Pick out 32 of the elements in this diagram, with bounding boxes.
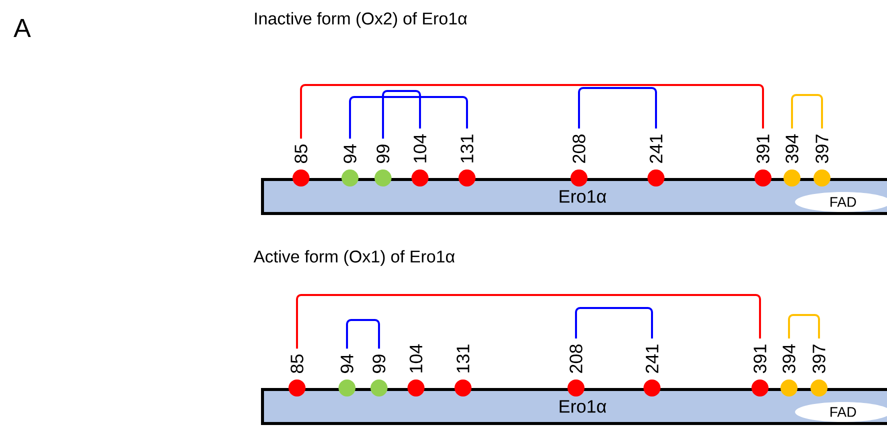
disulfide-bracket [578, 87, 657, 129]
disulfide-bracket [791, 94, 823, 129]
residue-number: 99 [372, 354, 386, 373]
panel-title: Active form (Ox1) of Ero1α [254, 250, 455, 266]
residue-number: 104 [414, 134, 426, 162]
residue-number: 208 [570, 344, 582, 373]
residue-number: 131 [460, 134, 474, 162]
disulfide-bracket [788, 314, 820, 339]
disulfide-bracket [296, 294, 761, 349]
residue-number: 131 [456, 344, 470, 372]
residue-number: 241 [646, 344, 658, 373]
panel-letter: A [14, 19, 31, 37]
residue-number: 104 [410, 344, 422, 372]
residue-number: 94 [340, 354, 354, 373]
residue-number: 85 [290, 354, 304, 373]
residue-number: 94 [344, 144, 356, 163]
disulfide-bracket [349, 96, 468, 139]
residue-number: 99 [376, 144, 390, 163]
disulfide-bracket [346, 319, 380, 349]
residue-number: 391 [756, 134, 770, 164]
residue-number: 397 [816, 134, 828, 164]
residue-number: 394 [786, 134, 798, 164]
residue-number: 85 [294, 144, 308, 163]
disulfide-bracket [300, 84, 764, 139]
residue-number: 241 [650, 134, 662, 163]
disulfide-bracket [575, 307, 653, 339]
residue-number: 391 [754, 344, 766, 374]
residue-number: 397 [812, 344, 826, 374]
residue-number: 208 [572, 134, 586, 163]
panel-title: Inactive form (Ox2) of Ero1α [255, 12, 467, 28]
residue-number: 394 [782, 344, 796, 374]
disulfide-bracket [382, 90, 421, 139]
